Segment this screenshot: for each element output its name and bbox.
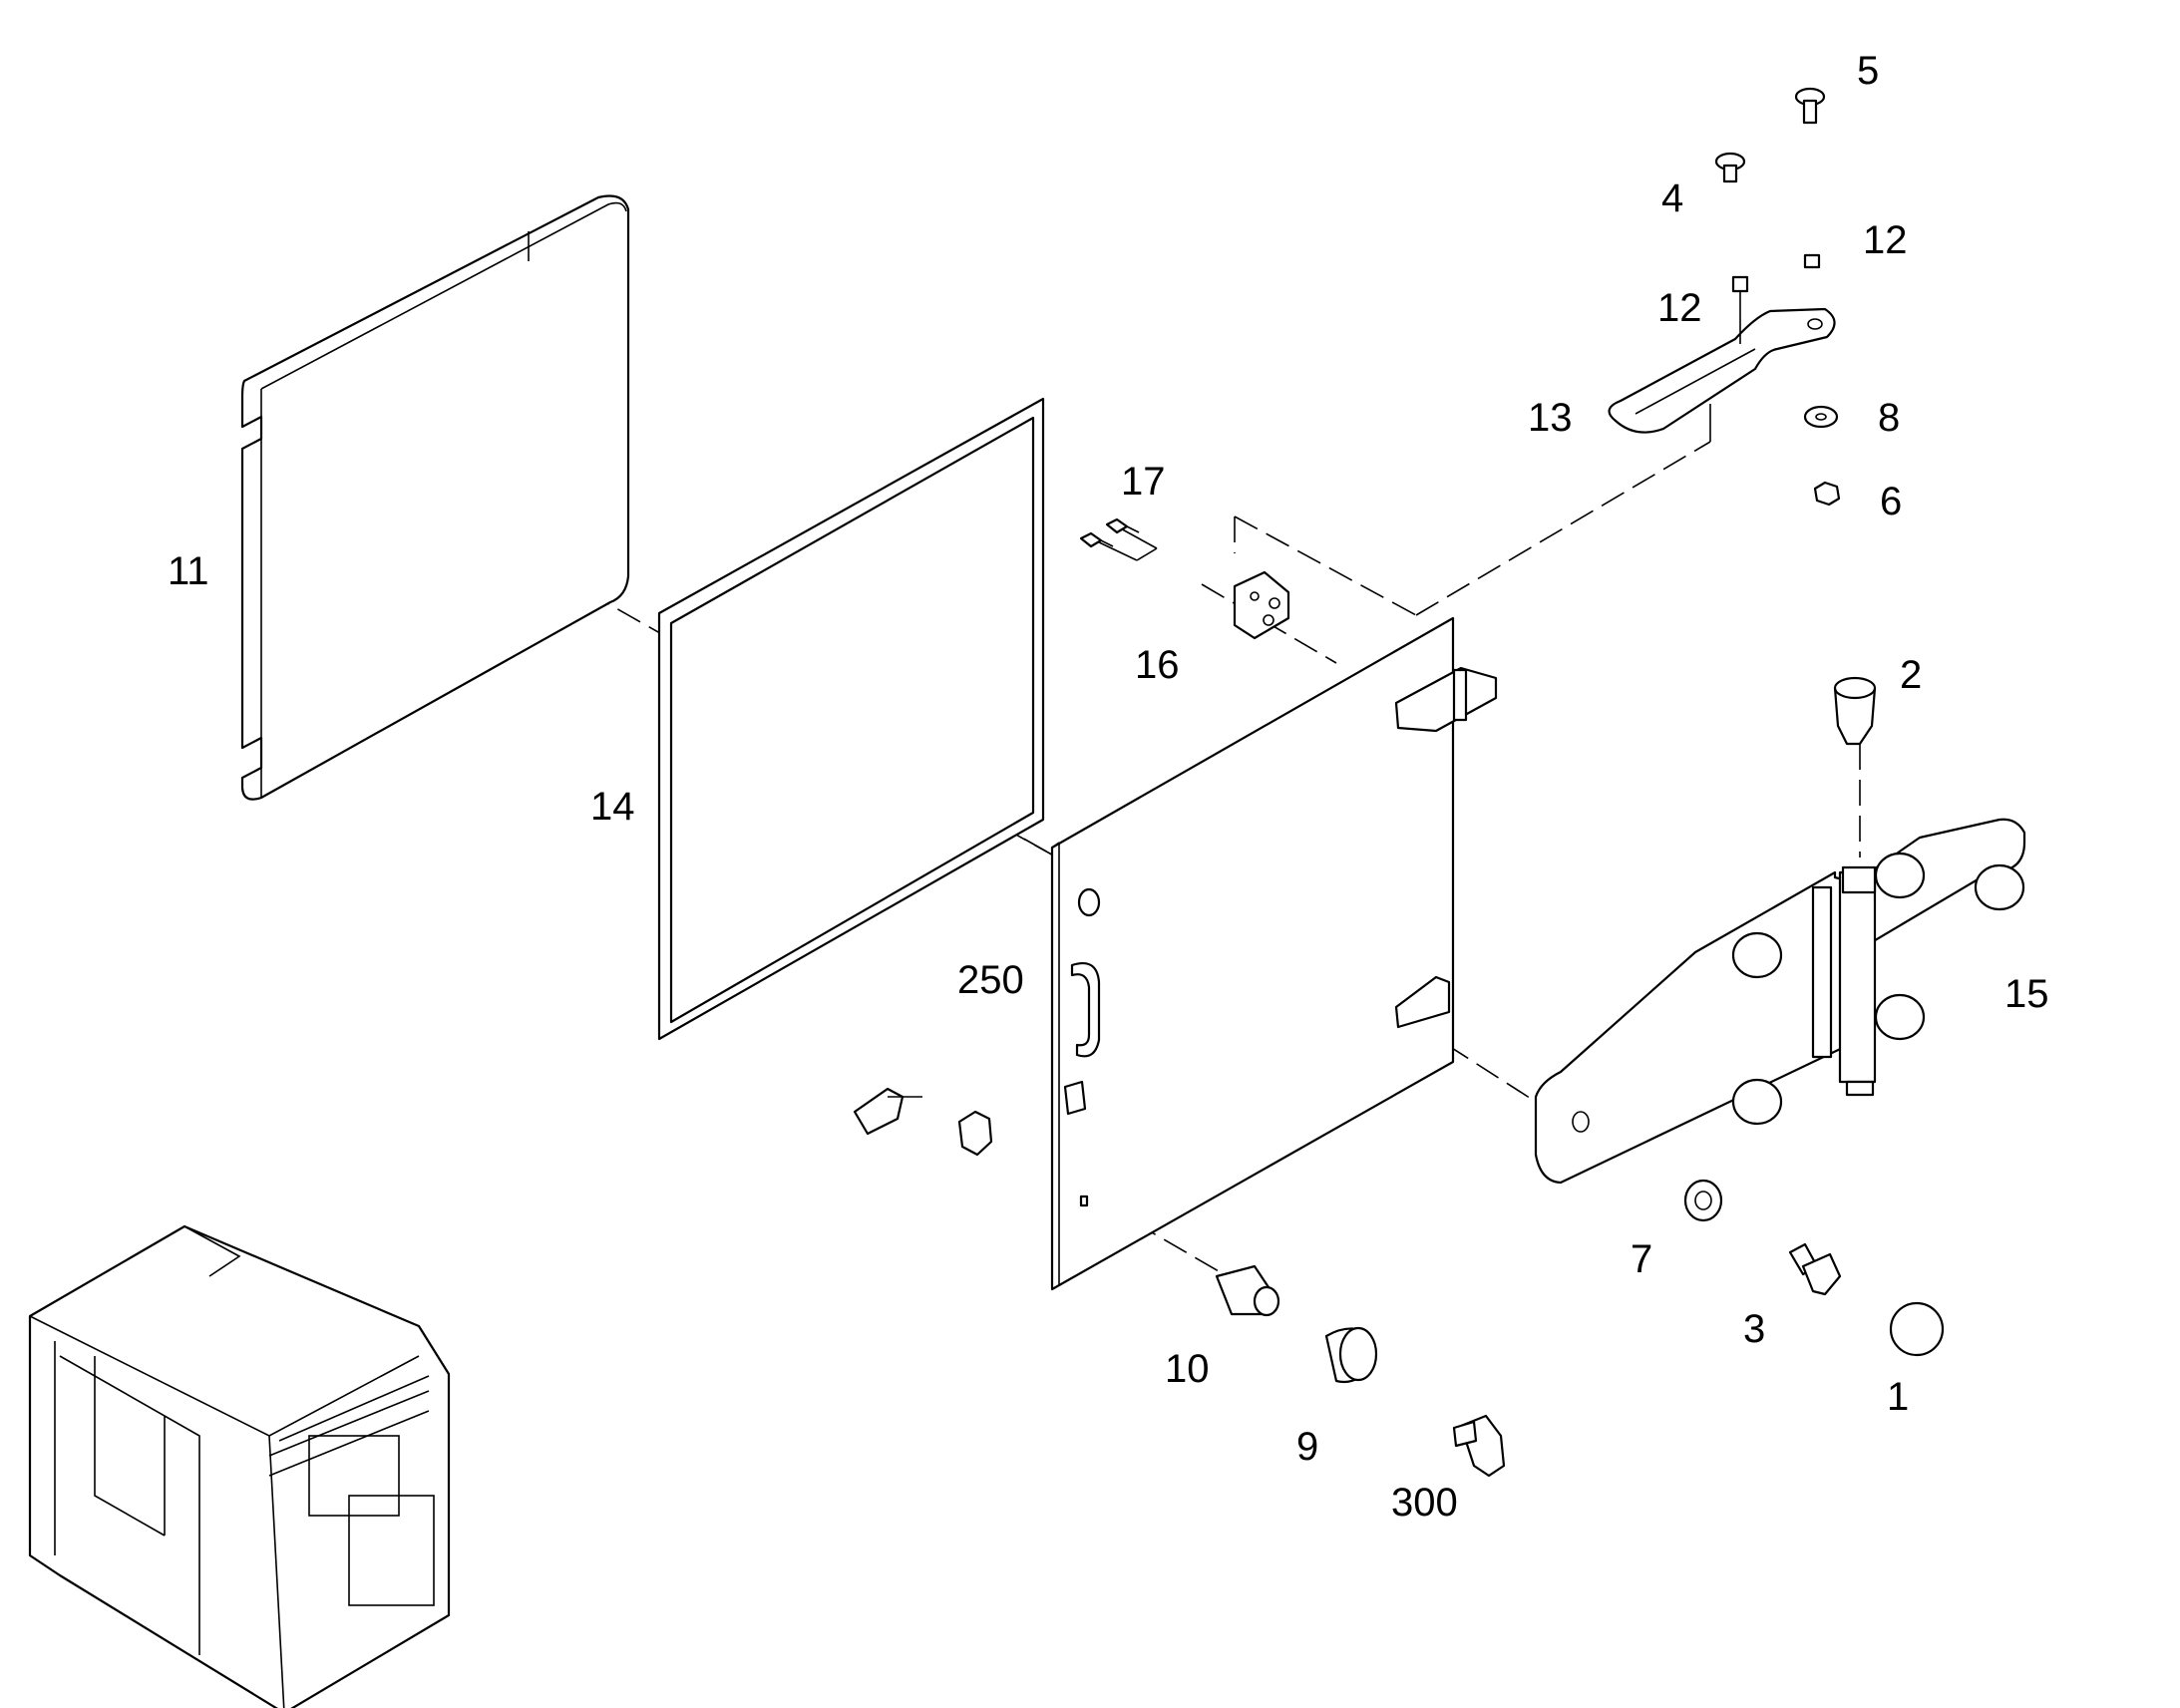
callout-14: 14	[590, 785, 635, 829]
part-15-hinge	[1534, 818, 2026, 1185]
callout-10: 10	[1165, 1347, 1210, 1391]
callout-3: 3	[1743, 1307, 1765, 1351]
hardware-lower-middle	[853, 1087, 1506, 1478]
part-250-door-panel	[1050, 616, 1498, 1291]
callout-15: 15	[2004, 972, 2049, 1016]
part-14-seal-frame	[657, 397, 1045, 1041]
callout-12a: 12	[1657, 286, 1702, 330]
hardware-upper-right	[1714, 87, 1841, 507]
part-17-screws	[1079, 517, 1140, 548]
callout-9: 9	[1296, 1425, 1318, 1469]
callout-13: 13	[1528, 396, 1573, 440]
callout-300: 300	[1391, 1481, 1458, 1525]
hardware-lower-right	[1683, 1179, 1945, 1357]
part-16-bracket	[1233, 570, 1290, 640]
callout-5: 5	[1857, 49, 1879, 93]
callout-labels: 11 14 17 16 250 13 12 12 4 5 8 6 2 15 7 …	[168, 49, 2049, 1525]
part-11-panel	[240, 194, 630, 801]
callout-11: 11	[168, 549, 209, 593]
part-13-stay-arm	[1608, 291, 1836, 434]
callout-12b: 12	[1863, 218, 1908, 262]
callout-1: 1	[1887, 1375, 1909, 1419]
part-2-bushing	[1833, 676, 1877, 746]
callout-16: 16	[1135, 643, 1180, 687]
callout-8: 8	[1878, 396, 1900, 440]
callout-4: 4	[1661, 176, 1683, 220]
callout-6: 6	[1880, 480, 1902, 523]
callout-2: 2	[1900, 653, 1922, 697]
callout-7: 7	[1631, 1237, 1652, 1281]
callout-250: 250	[957, 958, 1024, 1002]
callout-17: 17	[1121, 460, 1166, 504]
overview-cab-illustration	[28, 1224, 451, 1708]
